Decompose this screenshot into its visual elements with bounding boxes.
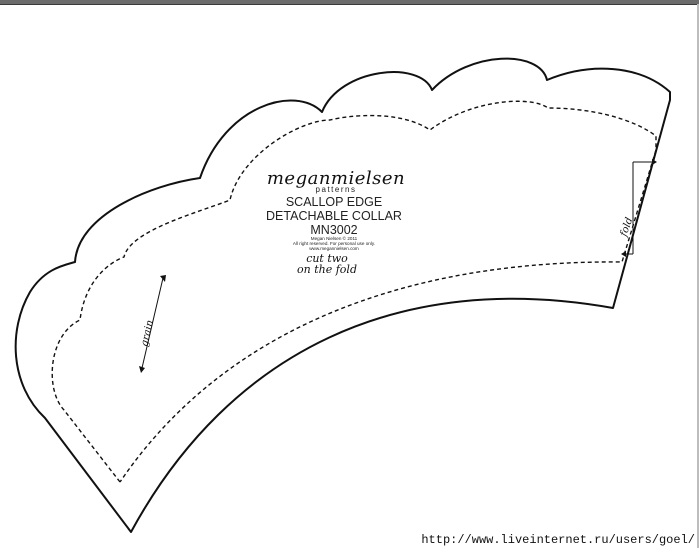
copyright-line-1: Megan Nielsen © 2011 (311, 235, 358, 241)
pattern-cut-line (14, 57, 671, 533)
copyright-line-2: All right reserved. For personal use onl… (293, 241, 375, 246)
seam-allowance-line (51, 100, 657, 483)
pattern-title-line-2: DETACHABLE COLLAR (266, 209, 402, 223)
source-url-watermark: http://www.liveinternet.ru/users/goel/ (421, 533, 695, 547)
window-right-edge (697, 4, 699, 548)
cut-instruction-line-2: on the fold (297, 263, 357, 276)
cut-instruction-line-1: cut two (306, 252, 348, 265)
brand-logo: meganmielsen (267, 168, 405, 189)
window-top-bar (0, 0, 699, 5)
brand-subtitle: patterns (316, 185, 357, 194)
pattern-label: meganmielsen patterns SCALLOP EDGE DETAC… (266, 168, 405, 276)
copyright-line-3: www.megannielsen.com (309, 246, 359, 251)
pattern-title-line-1: SCALLOP EDGE (286, 195, 382, 209)
pattern-number: MN3002 (310, 223, 357, 237)
